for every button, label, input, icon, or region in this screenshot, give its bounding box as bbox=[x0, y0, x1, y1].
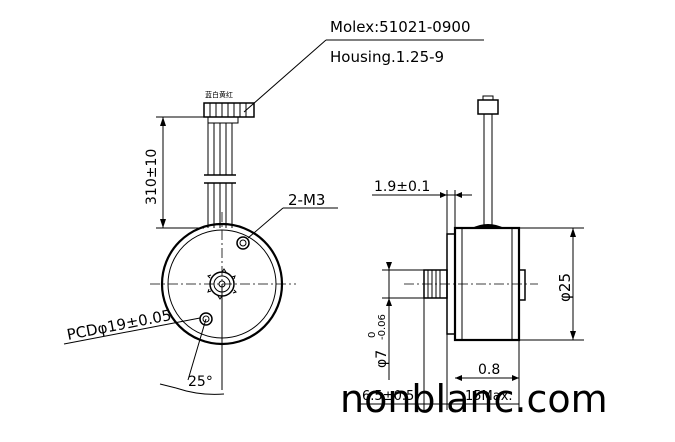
watermark: nonblanc.com bbox=[340, 377, 608, 421]
wire-length-label: 310±10 bbox=[144, 149, 160, 205]
mount-hole-top bbox=[236, 236, 250, 250]
flange-thickness-dimension: 1.9±0.1 bbox=[372, 179, 472, 234]
motor-front-view bbox=[150, 212, 296, 390]
connector-part-number: Molex:51021-0900 bbox=[330, 18, 471, 36]
angle-label: 25° bbox=[188, 374, 213, 390]
connector-housing-spec: Housing.1.25-9 bbox=[330, 48, 444, 66]
bottom-right-dimension: 15Max. bbox=[465, 389, 513, 404]
bottom-dimensions: 0.8 6.5±0.5 15Max. bbox=[358, 298, 520, 410]
motor-side-view bbox=[404, 224, 538, 342]
side-connector bbox=[477, 95, 499, 228]
angle-dimension: 25° bbox=[159, 374, 225, 395]
connector-housing bbox=[203, 102, 255, 124]
wire-color-label: 蓝白黄红 bbox=[205, 90, 233, 99]
mount-holes-label: 2-M3 bbox=[288, 191, 325, 209]
pinion-projection-label: 0.8 bbox=[478, 362, 500, 378]
flange-thickness-label: 1.9±0.1 bbox=[374, 179, 430, 195]
mount-holes-callout: 2-M3 bbox=[247, 191, 338, 239]
body-diameter-dimension: φ25 bbox=[519, 227, 584, 341]
pcd-label: PCDφ19±0.05 bbox=[65, 306, 173, 344]
pinion-tol-top: 0 bbox=[367, 332, 378, 338]
body-diameter-label: φ25 bbox=[556, 273, 574, 302]
connector-callout: Molex:51021-0900 Housing.1.25-9 蓝白黄红 bbox=[205, 18, 484, 113]
pinion-diameter-label: φ7 bbox=[374, 350, 390, 368]
wire-length-dimension: 310±10 bbox=[144, 116, 204, 229]
pinion-diameter-dimension: φ7 0 -0.06 bbox=[367, 262, 424, 380]
bottom-left-dimension: 6.5±0.5 bbox=[362, 389, 414, 404]
wire-bundle bbox=[204, 123, 236, 228]
pinion-tol-bottom: -0.06 bbox=[377, 314, 388, 340]
mount-hole-bottom bbox=[199, 312, 213, 326]
